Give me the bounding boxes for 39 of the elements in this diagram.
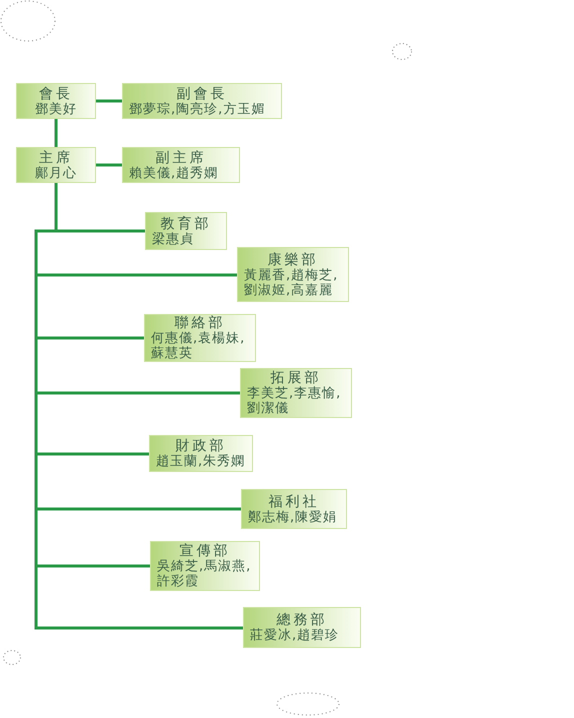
member-names: 梁惠貞 bbox=[152, 232, 194, 246]
member-names: 賴美儀,趙秀嫻 bbox=[129, 166, 218, 180]
member-names: 鄧美好 bbox=[35, 102, 77, 116]
member-names: 莊愛冰,趙碧珍 bbox=[250, 628, 340, 643]
member-names: 鄺月心 bbox=[35, 166, 77, 180]
role-box bbox=[243, 607, 361, 648]
role-title: 教育部 bbox=[160, 216, 212, 232]
role-title: 福利社 bbox=[268, 494, 320, 510]
role-title: 康樂部 bbox=[268, 252, 318, 268]
role-title: 主席 bbox=[39, 150, 73, 166]
role-box bbox=[149, 435, 253, 472]
role-box bbox=[237, 247, 349, 302]
connector-line bbox=[96, 100, 122, 102]
role-title: 財政部 bbox=[176, 438, 226, 454]
role-title: 副主席 bbox=[156, 150, 206, 166]
role-title: 副會長 bbox=[176, 86, 228, 102]
role-title: 總務部 bbox=[276, 612, 328, 628]
role-title: 拓展部 bbox=[270, 370, 322, 386]
role-box bbox=[16, 83, 96, 119]
member-names: 吳綺芝,馬淑燕,許彩霞 bbox=[157, 559, 252, 589]
member-names: 趙玉蘭,朱秀嫻 bbox=[156, 454, 246, 469]
role-box bbox=[145, 212, 227, 250]
member-names: 鄭志梅,陳愛娟 bbox=[248, 510, 338, 524]
role-box bbox=[240, 368, 352, 418]
member-names: 鄧夢琮,陶亮珍,方玉媚 bbox=[129, 102, 266, 116]
member-names: 何惠儀,袁楊妹,蘇慧英 bbox=[151, 331, 246, 361]
role-box bbox=[144, 314, 256, 362]
role-title: 會長 bbox=[39, 86, 73, 102]
connector-line bbox=[54, 119, 58, 147]
role-box bbox=[122, 147, 240, 183]
member-names: 李美芝,李惠愉,劉潔儀 bbox=[247, 386, 342, 416]
member-names: 黃麗香,趙梅芝,劉淑姬,高嘉麗 bbox=[244, 268, 340, 298]
role-title: 宣傳部 bbox=[180, 543, 230, 559]
role-box bbox=[241, 489, 347, 529]
role-title: 聯絡部 bbox=[174, 315, 226, 331]
role-box bbox=[16, 147, 96, 183]
role-box bbox=[150, 541, 260, 591]
role-box bbox=[122, 83, 282, 119]
connector-line bbox=[96, 164, 122, 166]
